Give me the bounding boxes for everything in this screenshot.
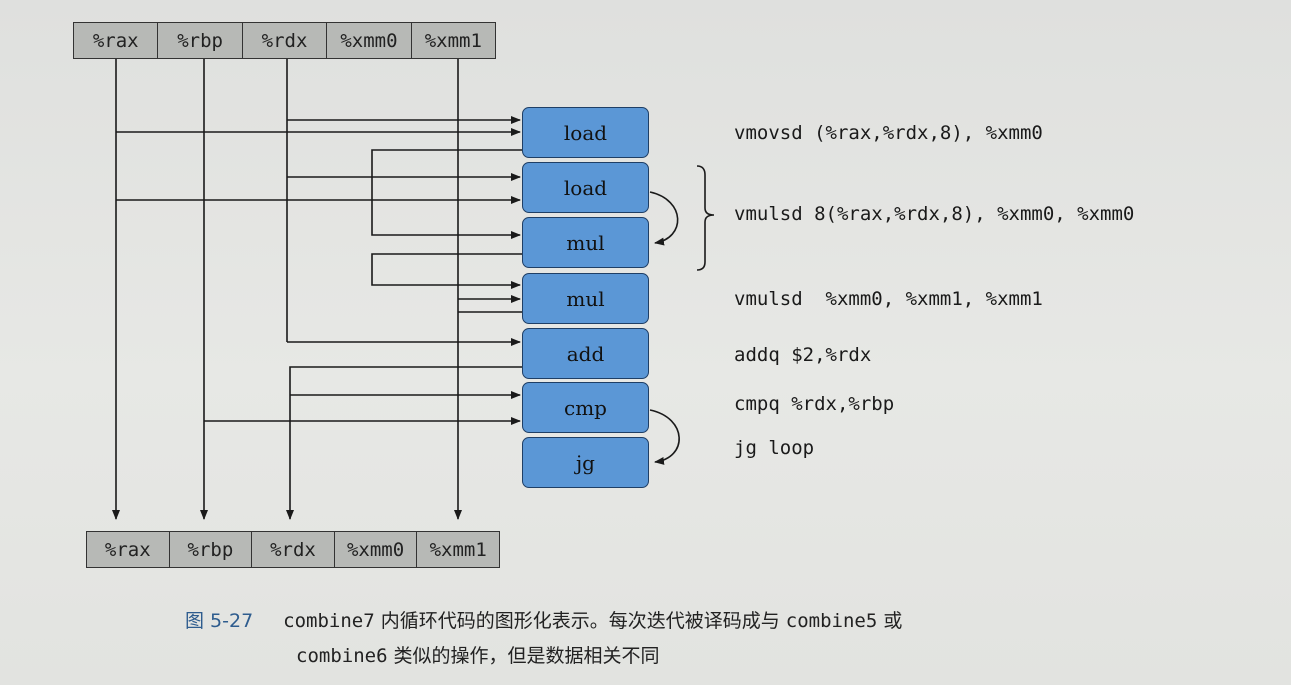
wire-mul1-to-mul2: [371, 253, 522, 289]
curve-cmp-to-jg: [649, 409, 680, 465]
op-cmp: cmp: [522, 382, 649, 433]
top-register-bar: %rax %rbp %rdx %xmm0 %xmm1: [73, 22, 496, 59]
top-register-rdx: %rdx: [243, 23, 328, 58]
top-register-rbp: %rbp: [158, 23, 243, 58]
instruction-vmulsd-load: vmulsd 8(%rax,%rdx,8), %xmm0, %xmm0: [734, 203, 1135, 225]
caption-func-combine7: combine7: [283, 610, 375, 632]
op-load-2: load: [522, 162, 649, 213]
instruction-cmpq: cmpq %rdx,%rbp: [734, 393, 895, 415]
op-load-1: load: [522, 107, 649, 158]
instruction-addq: addq $2,%rdx: [734, 344, 872, 366]
op-add: add: [522, 328, 649, 379]
bottom-register-rbp: %rbp: [170, 532, 253, 567]
bottom-register-xmm1: %xmm1: [429, 538, 487, 561]
instruction-vmovsd: vmovsd (%rax,%rdx,8), %xmm0: [734, 122, 1043, 144]
caption-text-2: 类似的操作，但是数据相关不同: [387, 645, 660, 667]
top-register-rax: %rax: [74, 23, 159, 58]
top-register-xmm0: %xmm0: [327, 23, 412, 58]
op-mul-1: mul: [522, 217, 649, 268]
figure-caption-line2: combine6 类似的操作，但是数据相关不同: [296, 641, 660, 668]
bottom-register-xmm0: %xmm0: [335, 532, 418, 567]
wire-load1-to-mul1: [371, 149, 522, 239]
caption-func-combine5: combine5: [785, 610, 878, 632]
figure-label: 图 5-27: [185, 610, 254, 632]
instruction-vmulsd-reg: vmulsd %xmm0, %xmm1, %xmm1: [734, 288, 1043, 310]
caption-text-1: 内循环代码的图形化表示。每次迭代被译码成与: [374, 610, 786, 632]
caption-func-combine6: combine6: [296, 645, 388, 667]
caption-suffix: 或: [877, 610, 903, 632]
figure-caption-line1: 图 5-27 combine7 内循环代码的图形化表示。每次迭代被译码成与 com…: [185, 606, 902, 633]
wire-add-to-rdx: [286, 366, 522, 520]
brace-icon: [696, 165, 715, 271]
instruction-jg: jg loop: [734, 437, 815, 459]
op-jg: jg: [522, 437, 649, 488]
bottom-register-rdx: %rdx: [252, 532, 335, 567]
bottom-register-rax: %rax: [87, 532, 170, 567]
op-mul-2: mul: [522, 273, 649, 324]
top-register-xmm1: %xmm1: [424, 29, 482, 52]
bottom-register-bar: %rax %rbp %rdx %xmm0 %xmm1: [86, 531, 500, 568]
curve-load2-to-mul1: [649, 191, 679, 246]
